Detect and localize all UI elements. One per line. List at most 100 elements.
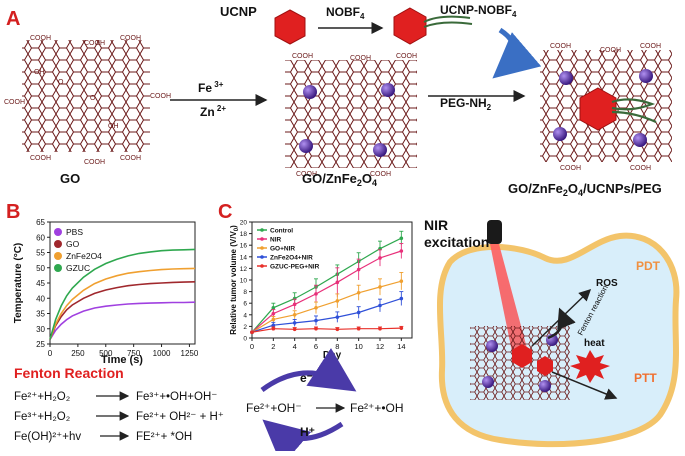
cooh-label: COOH (30, 155, 51, 162)
chart-c-ytick-label: 20 (240, 220, 248, 227)
svg-text:COOH: COOH (296, 171, 317, 178)
chart-c-legend-dot (260, 255, 264, 259)
chart-c-point (314, 292, 318, 296)
epoxy-label: O (90, 95, 96, 102)
fenton-eq1-right: Fe³⁺+•OH+OH⁻ (136, 391, 217, 403)
chart-b-ytick-label: 45 (36, 279, 45, 288)
cell-ucnp (537, 356, 553, 376)
chart-c-xtick-label: 4 (293, 342, 297, 351)
chart-b-legend-marker (54, 228, 62, 236)
chart-c-xtick-label: 14 (397, 342, 405, 351)
chart-c-point (356, 310, 361, 315)
peg-chains (611, 98, 657, 124)
cycle-left: Fe²⁺+OH⁻ (246, 401, 302, 415)
chart-b-xtick-label: 1250 (181, 349, 199, 358)
chart-c-point (271, 326, 276, 331)
znfe2o4-sphere (299, 139, 313, 153)
fenton-eq3-left: Fe(OH)²⁺+hv (14, 431, 81, 443)
chart-c-series-line (251, 250, 402, 333)
cell-sphere (486, 340, 498, 352)
chart-b-legend-label: GZUC (66, 263, 90, 273)
chart-c-point (271, 323, 276, 328)
ros-label: ROS (596, 278, 618, 289)
svg-text:COOH: COOH (550, 43, 571, 50)
chart-b-legend-marker (54, 252, 62, 260)
chart-c-xtick-label: 8 (335, 342, 339, 351)
ptt-label: PTT (634, 371, 657, 385)
chart-c-legend-dot (260, 237, 264, 241)
cooh-label: COOH (120, 155, 141, 162)
chart-c-ytick-label: 14 (240, 254, 248, 261)
chart-c-ytick-label: 10 (240, 278, 248, 285)
nobf4-label: NOBF4 (326, 5, 365, 21)
chart-c-point (378, 256, 382, 260)
znfe2o4-sphere (303, 85, 317, 99)
chart-c-point (250, 330, 254, 335)
chart-c-ylabel: Relative tumor volume (V/V0) (229, 225, 240, 335)
chart-b-ytick-label: 35 (36, 310, 45, 319)
chart-c-ytick-label: 0 (243, 336, 247, 343)
chart-b-legend-label: ZnFe2O4 (66, 251, 102, 261)
laser-beam (490, 244, 528, 352)
chart-b-ytick-label: 50 (36, 264, 45, 273)
fenton-eq2-left: Fe³⁺+H₂O₂ (14, 411, 70, 423)
chart-c-ytick-label: 16 (240, 243, 248, 250)
chart-c-ytick-label: 12 (240, 266, 248, 273)
chart-c-legend-label: NIR (270, 237, 282, 244)
peg-label: PEG-NH2 (440, 96, 492, 112)
chart-c-series-line (251, 280, 402, 333)
chart-c-ytick-label: 6 (243, 301, 247, 308)
final-nanocomposite: COOH COOH COOH COOH COOH (540, 43, 672, 172)
chart-c-xtick-label: 2 (271, 342, 275, 351)
chart-b-ytick-label: 55 (36, 249, 45, 258)
panel-a-letter: A (6, 8, 20, 30)
svg-text:COOH: COOH (640, 43, 661, 50)
chart-c-point (356, 326, 361, 331)
znfe2o4-sphere (373, 143, 387, 157)
chart-c-point (356, 267, 361, 272)
cooh-label: COOH (120, 35, 141, 42)
chart-c-ytick-label: 8 (243, 289, 247, 296)
chart-b-legend-label: GO (66, 239, 80, 249)
chart-c-xtick-label: 0 (250, 342, 254, 351)
chart-c-legend-label: GO+NIR (270, 246, 295, 253)
pdt-label: PDT (636, 259, 661, 273)
chart-b-series-line (49, 301, 196, 340)
chart-c-series-line (251, 327, 402, 333)
excitation-label: excitation (424, 234, 489, 250)
chart-c-point (292, 327, 297, 332)
cell-schematic (436, 220, 680, 448)
chart-c-point (335, 315, 340, 319)
chart-c-xtick-label: 12 (376, 342, 384, 351)
chart-c-point (378, 326, 382, 331)
chart-c-legend-dot (260, 264, 264, 268)
fenton-eq3-right: FE²⁺+ *OH (136, 431, 192, 443)
chart-c-point (335, 327, 340, 332)
svg-text:COOH: COOH (560, 165, 581, 172)
ligand-chain (423, 15, 473, 28)
chart-c-point (292, 313, 297, 317)
oh-label: OH (34, 69, 45, 76)
chart-b-series-line (49, 267, 196, 340)
chart-c-point (399, 236, 404, 241)
chart-c-point (399, 279, 404, 283)
cooh-label: COOH (30, 35, 51, 42)
nir-label: NIR (424, 217, 448, 233)
chart-b-xtick-label: 250 (71, 349, 85, 358)
panel-c-letter: C (218, 201, 232, 223)
cycle-bottom-arrow (262, 419, 344, 456)
cycle-proton: H⁺ (300, 425, 315, 439)
ucnp-nobf4-label: UCNP-NOBF4 (440, 3, 517, 19)
chart-b-ytick-label: 65 (36, 218, 45, 227)
heat-burst (570, 350, 610, 383)
cooh-label: COOH (4, 99, 25, 106)
svg-text:COOH: COOH (370, 171, 391, 178)
fe-reagent: Fe 3+ (198, 80, 224, 95)
laser-device (487, 220, 502, 244)
chart-c-series-line (251, 237, 402, 333)
go-znfe2o4-label: GO/ZnFe2O4 (302, 171, 377, 188)
final-label: GO/ZnFe2O4/UCNPs/PEG (508, 181, 662, 198)
